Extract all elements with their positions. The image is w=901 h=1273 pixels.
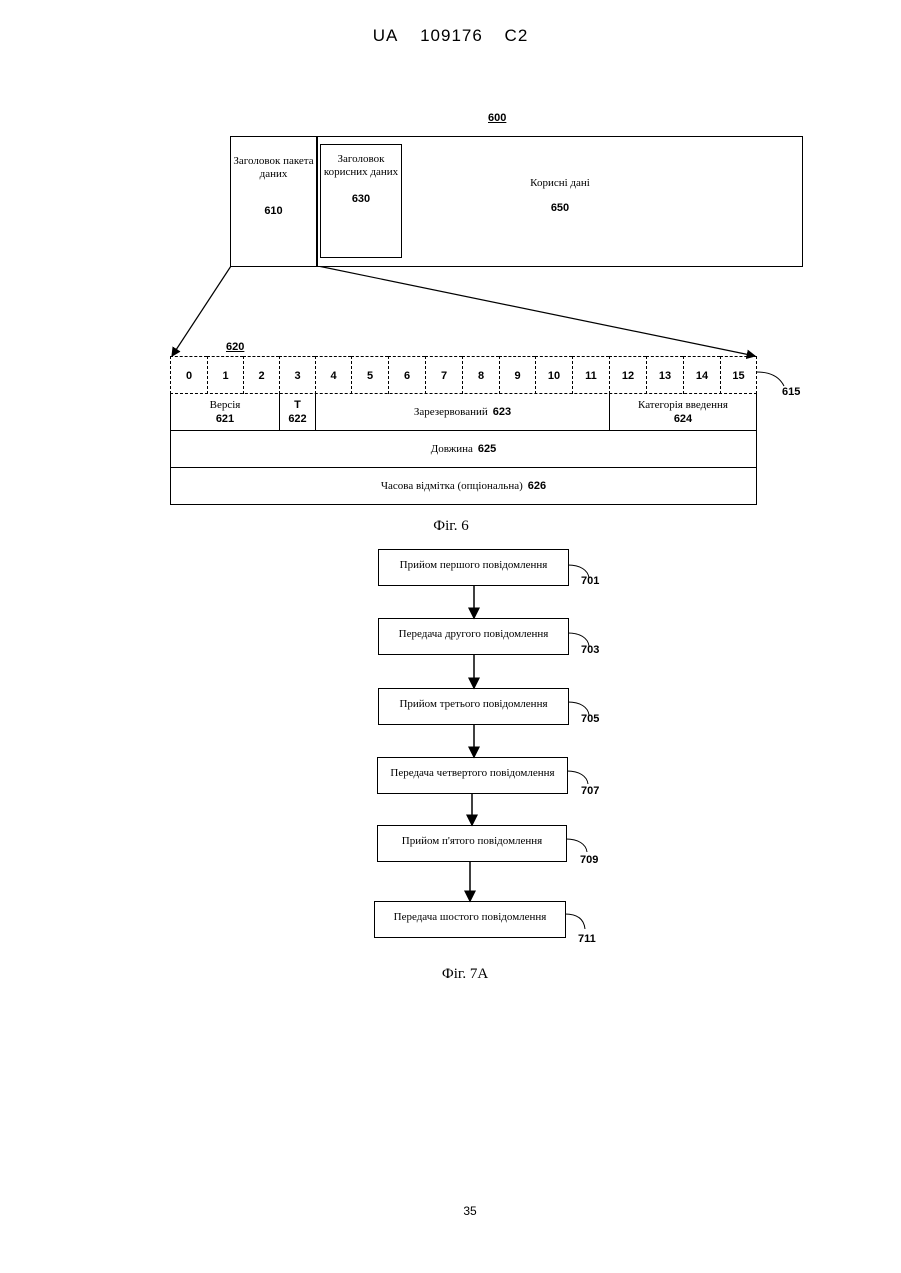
flow-step-label: Прийом третього повідомлення bbox=[399, 698, 547, 710]
bit-cell: 5 bbox=[351, 356, 388, 394]
flow-step-703: Передача другого повідомлення bbox=[378, 618, 569, 655]
bit-cell: 12 bbox=[609, 356, 646, 394]
flow-step-705: Прийом третього повідомлення bbox=[378, 688, 569, 725]
ref-610: 610 bbox=[231, 205, 316, 217]
ref-615: 615 bbox=[782, 386, 800, 398]
bit-cell: 3 bbox=[279, 356, 315, 394]
field-length-625: Довжина 625 bbox=[170, 431, 757, 468]
ref-701: 701 bbox=[581, 575, 599, 587]
bit-cell: 4 bbox=[315, 356, 351, 394]
bit-cell: 8 bbox=[462, 356, 499, 394]
bit-cell: 15 bbox=[720, 356, 757, 394]
ref-630: 630 bbox=[321, 193, 401, 205]
field-t-label: T bbox=[294, 398, 301, 412]
ref-621: 621 bbox=[216, 412, 234, 426]
bit-cell: 1 bbox=[207, 356, 243, 394]
leader-709 bbox=[566, 839, 587, 852]
field-category-624: Категорія введення 624 bbox=[609, 394, 757, 431]
bit-cell: 13 bbox=[646, 356, 683, 394]
flow-step-label: Прийом першого повідомлення bbox=[400, 559, 548, 571]
ref-624: 624 bbox=[674, 412, 692, 426]
field-t-622: T 622 bbox=[279, 394, 315, 431]
page-number: 35 bbox=[440, 1204, 500, 1218]
bit-cell: 9 bbox=[499, 356, 535, 394]
field-timestamp-626: Часова відмітка (опціональна) 626 bbox=[170, 468, 757, 505]
ref-625: 625 bbox=[478, 442, 496, 456]
flow-step-label: Передача шостого повідомлення bbox=[394, 911, 547, 923]
bit-cell: 11 bbox=[572, 356, 609, 394]
payload-650: Корисні дані 650 bbox=[500, 177, 620, 214]
flow-step-709: Прийом п'ятого повідомлення bbox=[377, 825, 567, 862]
flow-step-711: Передача шостого повідомлення bbox=[374, 901, 566, 938]
zoom-line-right bbox=[318, 266, 755, 356]
ref-703: 703 bbox=[581, 644, 599, 656]
flow-step-label: Прийом п'ятого повідомлення bbox=[402, 835, 543, 847]
ref-600: 600 bbox=[488, 112, 506, 124]
bit-cell: 7 bbox=[425, 356, 462, 394]
field-category-label: Категорія введення bbox=[638, 398, 728, 412]
field-timestamp-label: Часова відмітка (опціональна) bbox=[381, 479, 523, 493]
packet-divider bbox=[316, 137, 318, 266]
zoom-line-left bbox=[172, 266, 231, 356]
ref-707: 707 bbox=[581, 785, 599, 797]
leader-615 bbox=[757, 372, 784, 386]
ref-705: 705 bbox=[581, 713, 599, 725]
ref-622: 622 bbox=[288, 412, 306, 426]
field-length-label: Довжина bbox=[431, 442, 473, 456]
bit-cell: 6 bbox=[388, 356, 425, 394]
bit-cell: 2 bbox=[243, 356, 279, 394]
packet-header-label: Заголовок пакета даних bbox=[231, 155, 316, 181]
bit-cell: 14 bbox=[683, 356, 720, 394]
ref-620: 620 bbox=[226, 341, 244, 353]
leader-711 bbox=[565, 914, 585, 929]
ref-626: 626 bbox=[528, 479, 546, 493]
field-version-621: Версія 621 bbox=[170, 394, 279, 431]
field-reserved-label: Зарезервований bbox=[414, 405, 488, 419]
ref-709: 709 bbox=[580, 854, 598, 866]
bit-cell: 0 bbox=[170, 356, 207, 394]
flow-step-label: Передача четвертого повідомлення bbox=[390, 767, 554, 779]
ref-623: 623 bbox=[493, 405, 511, 419]
field-reserved-623: Зарезервований 623 bbox=[315, 394, 609, 431]
fig6-caption: Фіг. 6 bbox=[386, 518, 516, 535]
flow-step-label: Передача другого повідомлення bbox=[399, 628, 549, 640]
payload-header-630: Заголовок корисних даних 630 bbox=[320, 144, 402, 258]
field-version-label: Версія bbox=[210, 398, 241, 412]
ref-711: 711 bbox=[578, 933, 596, 945]
flow-step-701: Прийом першого повідомлення bbox=[378, 549, 569, 586]
leader-707 bbox=[567, 771, 588, 784]
ref-650: 650 bbox=[500, 202, 620, 214]
flow-step-707: Передача четвертого повідомлення bbox=[377, 757, 568, 794]
packet-header-610: Заголовок пакета даних 610 bbox=[231, 155, 316, 217]
payload-label: Корисні дані bbox=[500, 177, 620, 190]
fig7a-caption: Фіг. 7А bbox=[400, 966, 530, 983]
bit-cell: 10 bbox=[535, 356, 572, 394]
payload-header-label: Заголовок корисних даних bbox=[321, 153, 401, 179]
